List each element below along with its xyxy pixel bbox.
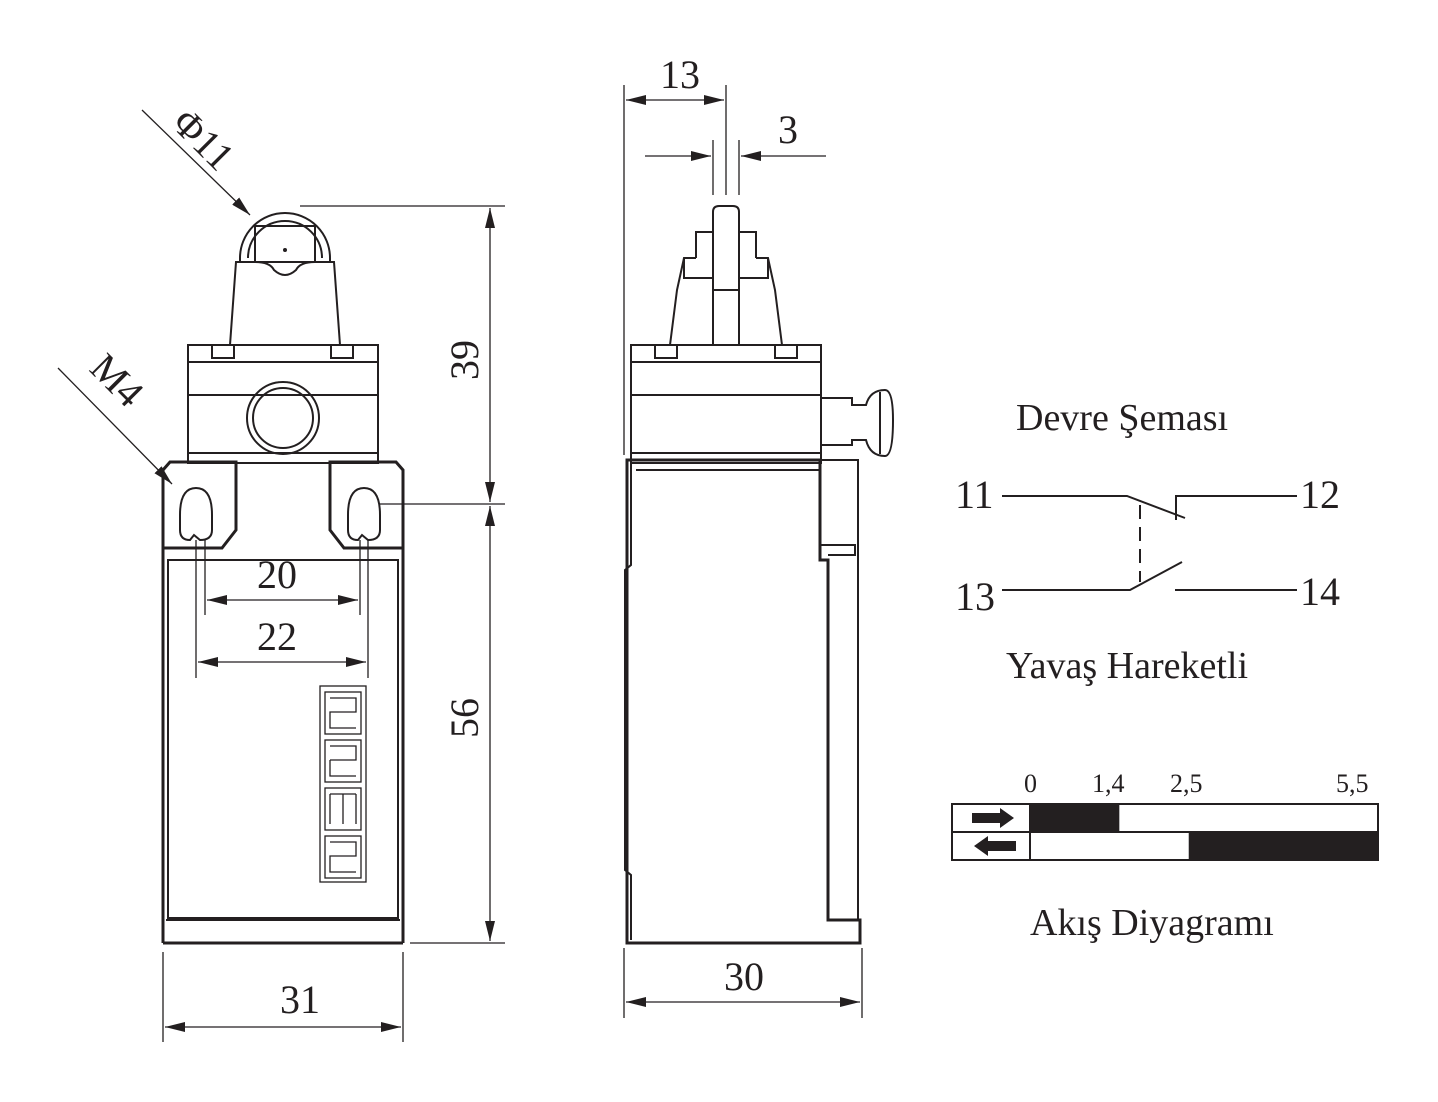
nc-contact [1002, 495, 1297, 520]
forward-arrow-icon [972, 808, 1014, 828]
circuit-title: Devre Şeması [1016, 397, 1228, 439]
terminal-12: 12 [1300, 472, 1340, 517]
mounting-hole-left [179, 486, 213, 542]
flow-tick-0: 0 [1024, 769, 1037, 798]
dim-3: 3 [778, 107, 798, 152]
dim-31: 31 [280, 977, 320, 1022]
terminal-13: 13 [955, 574, 995, 619]
diameter-label: Φ11 [164, 100, 244, 180]
side-screw [821, 388, 895, 458]
mounting-hole-right [347, 486, 381, 542]
dim-20: 20 [257, 552, 297, 597]
flow-tick-2: 2,5 [1170, 769, 1203, 798]
action-type: Yavaş Hareketli [1006, 645, 1248, 687]
switch-body [161, 460, 405, 943]
front-dimensions: Φ11 M4 39 56 20 22 31 [57, 100, 505, 1042]
side-dimensions: 13 3 30 [623, 52, 863, 1018]
dim-30: 30 [724, 954, 764, 999]
head-screw [246, 381, 320, 455]
thread-label: M4 [82, 345, 153, 416]
head-block [187, 344, 379, 464]
terminal-11: 11 [955, 472, 994, 517]
side-view [624, 205, 895, 945]
flow-title: Akış Diyagramı [1030, 902, 1274, 944]
flow-tick-1: 1,4 [1092, 769, 1125, 798]
side-body [625, 458, 862, 945]
dim-22: 22 [257, 614, 297, 659]
flow-bar-return [1188, 833, 1378, 859]
roller-outline [239, 212, 331, 259]
flow-tick-3: 5,5 [1336, 769, 1369, 798]
dim-39: 39 [442, 340, 487, 380]
dim-56: 56 [442, 698, 487, 738]
flow-bar-forward [1031, 805, 1120, 831]
circuit-diagram: Devre Şeması 11 12 13 14 Yavaş Hareketli [955, 397, 1340, 687]
terminal-14: 14 [1300, 569, 1340, 614]
flow-diagram: 0 1,4 2,5 5,5 Akış Diyagramı [951, 769, 1379, 944]
brand-logo [319, 685, 367, 883]
no-contact [1002, 561, 1297, 591]
roller-edge [712, 205, 740, 258]
plunger-housing [229, 258, 341, 346]
dim-13: 13 [660, 52, 700, 97]
side-head [630, 344, 822, 464]
return-arrow-icon [974, 836, 1016, 856]
front-view [161, 212, 405, 945]
